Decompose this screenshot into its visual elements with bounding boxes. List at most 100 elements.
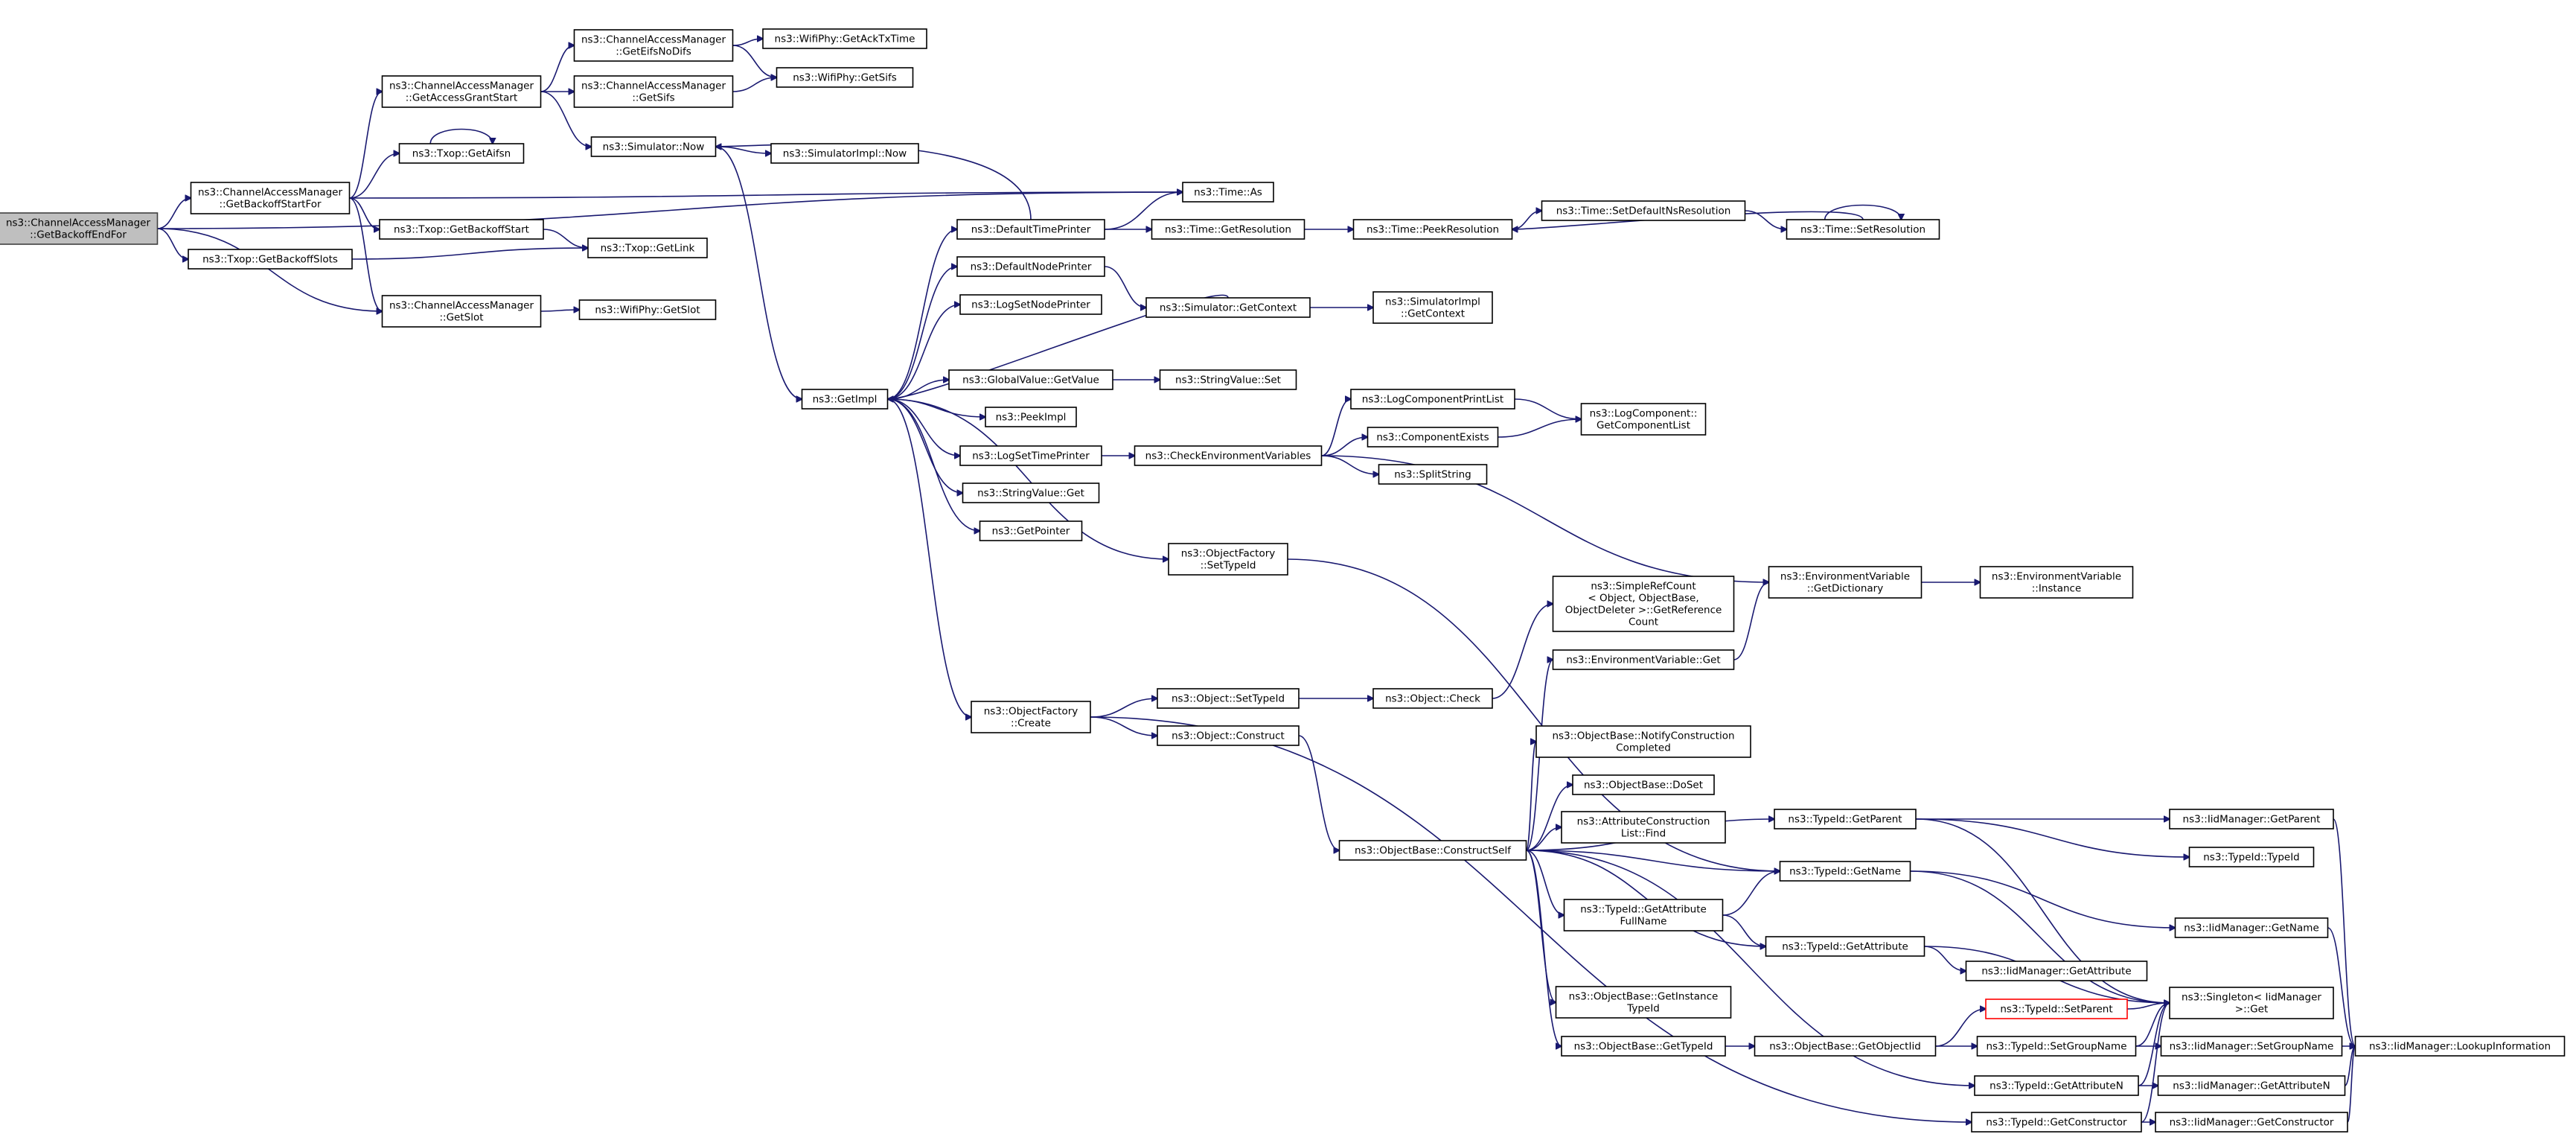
graph-node[interactable]: ns3::ChannelAccessManager::GetEifsNoDifs — [573, 29, 734, 62]
graph-node[interactable]: ns3::TypeId::GetAttributeN — [1974, 1075, 2139, 1096]
graph-node[interactable]: ns3::LogSetTimePrinter — [959, 445, 1102, 466]
graph-edge — [157, 198, 191, 229]
graph-node[interactable]: ns3::EnvironmentVariable::GetDictionary — [1768, 566, 1923, 599]
graph-node[interactable]: ns3::TypeId::GetParent — [1774, 809, 1917, 829]
graph-node[interactable]: ns3::SimulatorImpl::Now — [770, 143, 919, 164]
node-label: ns3::CheckEnvironmentVariables — [1145, 450, 1311, 462]
node-label: ns3::Simulator::Now — [603, 141, 705, 153]
node-box — [962, 482, 1100, 503]
graph-node[interactable]: ns3::IidManager::GetAttribute — [1965, 961, 2148, 981]
node-box — [1159, 369, 1297, 390]
graph-node[interactable]: ns3::Time::SetResolution — [1786, 219, 1940, 240]
graph-node[interactable]: ns3::TypeId::SetGroupName — [1976, 1036, 2137, 1057]
graph-node[interactable]: ns3::IidManager::GetAttributeN — [2157, 1075, 2346, 1096]
node-box — [1145, 297, 1311, 318]
graph-node[interactable]: ns3::IidManager::GetParent — [2169, 809, 2334, 829]
graph-node[interactable]: ns3::IidManager::LookupInformation — [2354, 1036, 2566, 1057]
graph-node[interactable]: ns3::Time::As — [1182, 182, 1274, 203]
graph-node[interactable]: ns3::GetPointer — [979, 520, 1083, 541]
graph-node[interactable]: ns3::SimulatorImpl::GetContext — [1372, 291, 1493, 324]
node-box — [948, 369, 1113, 390]
graph-node[interactable]: ns3::ObjectFactory::Create — [971, 701, 1091, 733]
node-label: ns3::ObjectFactory — [984, 706, 1078, 718]
graph-node[interactable]: ns3::ComponentExists — [1367, 427, 1499, 448]
node-label: ns3::ChannelAccessManager — [198, 187, 343, 199]
graph-edge — [1104, 192, 1183, 230]
graph-node[interactable]: ns3::StringValue::Set — [1159, 369, 1297, 390]
graph-edge — [887, 398, 972, 717]
graph-node[interactable]: ns3::LogComponentPrintList — [1350, 389, 1515, 410]
graph-node[interactable]: ns3::ChannelAccessManager::GetAccessGran… — [381, 75, 542, 108]
graph-node[interactable]: ns3::PeekImpl — [985, 407, 1077, 427]
graph-node[interactable]: ns3::ChannelAccessManager::GetSlot — [381, 295, 542, 328]
graph-node[interactable]: ns3::SimpleRefCount< Object, ObjectBase,… — [1552, 576, 1735, 632]
node-box — [590, 136, 717, 157]
node-box — [1971, 1112, 2142, 1133]
graph-node[interactable]: ns3::IidManager::GetConstructor — [2155, 1112, 2348, 1133]
graph-node[interactable]: ns3::Txop::GetAifsn — [398, 143, 525, 164]
graph-node[interactable]: ns3::StringValue::Get — [962, 482, 1100, 503]
graph-node[interactable]: ns3::TypeId::SetParent — [1985, 999, 2128, 1019]
graph-node[interactable]: ns3::Time::PeekResolution — [1352, 219, 1513, 240]
node-label: ns3::EnvironmentVariable — [1780, 571, 1910, 583]
graph-node[interactable]: ns3::Time::GetResolution — [1151, 219, 1305, 240]
graph-node[interactable]: ns3::LogSetNodePrinter — [959, 294, 1102, 315]
node-box — [979, 520, 1083, 541]
node-box — [381, 75, 542, 108]
graph-node[interactable]: ns3::ObjectBase::DoSet — [1572, 774, 1715, 795]
graph-node[interactable]: ns3::Object::Construct — [1157, 725, 1300, 746]
graph-edge — [1526, 785, 1573, 851]
graph-node[interactable]: ns3::IidManager::GetName — [2174, 917, 2329, 938]
graph-node[interactable]: ns3::WifiPhy::GetAckTxTime — [762, 28, 927, 49]
graph-node[interactable]: ns3::LogComponent::GetComponentList — [1580, 403, 1707, 436]
node-label: ns3::StringValue::Get — [977, 488, 1084, 500]
graph-node[interactable]: ns3::GlobalValue::GetValue — [948, 369, 1113, 390]
graph-node[interactable]: ns3::Txop::GetBackoffSlots — [188, 249, 353, 270]
graph-node[interactable]: ns3::ObjectBase::NotifyConstructionCompl… — [1535, 725, 1751, 758]
graph-node[interactable]: ns3::DefaultTimePrinter — [956, 219, 1105, 240]
graph-edge — [1915, 818, 2170, 1003]
nodes-layer: ns3::ChannelAccessManager::GetBackoffEnd… — [0, 28, 2566, 1133]
node-label: ns3::ObjectBase::ConstructSelf — [1355, 845, 1512, 857]
graph-node[interactable]: ns3::ChannelAccessManager::GetBackoffEnd… — [0, 212, 159, 245]
graph-node[interactable]: ns3::IidManager::SetGroupName — [2160, 1036, 2343, 1057]
graph-node[interactable]: ns3::Txop::GetLink — [587, 238, 708, 258]
graph-node[interactable]: ns3::TypeId::TypeId — [2188, 847, 2315, 867]
graph-node[interactable]: ns3::GetImpl — [801, 389, 889, 410]
graph-node[interactable]: ns3::ObjectBase::GetTypeId — [1561, 1036, 1726, 1057]
graph-edge — [1915, 818, 2190, 857]
graph-node[interactable]: ns3::Object::Check — [1372, 688, 1493, 709]
graph-edge — [1104, 266, 1146, 308]
node-box — [1350, 389, 1515, 410]
graph-edge — [351, 248, 588, 260]
graph-node[interactable]: ns3::Time::SetDefaultNsResolution — [1541, 200, 1746, 221]
graph-node[interactable]: ns3::Simulator::Now — [590, 136, 717, 157]
node-label: ns3::EnvironmentVariable — [1992, 571, 2121, 583]
graph-node[interactable]: ns3::ObjectBase::GetObjectIid — [1754, 1036, 1937, 1057]
graph-node[interactable]: ns3::EnvironmentVariable::Instance — [1979, 566, 2134, 599]
graph-node[interactable]: ns3::TypeId::GetConstructor — [1971, 1112, 2142, 1133]
graph-node[interactable]: ns3::ObjectBase::ConstructSelf — [1338, 840, 1527, 861]
graph-node[interactable]: ns3::Txop::GetBackoffStart — [379, 219, 544, 240]
graph-node[interactable]: ns3::WifiPhy::GetSlot — [578, 299, 717, 320]
graph-edge — [1910, 870, 2176, 928]
graph-node[interactable]: ns3::ChannelAccessManager::GetBackoffSta… — [190, 182, 351, 214]
node-label: ns3::LogComponent:: — [1590, 408, 1698, 420]
graph-node[interactable]: ns3::WifiPhy::GetSifs — [776, 67, 914, 88]
graph-node[interactable]: ns3::Singleton< IidManager>::Get — [2169, 987, 2334, 1019]
graph-node[interactable]: ns3::TypeId::GetName — [1779, 861, 1911, 882]
graph-node[interactable]: ns3::CheckEnvironmentVariables — [1134, 445, 1323, 466]
node-label: ns3::ObjectBase::NotifyConstruction — [1552, 730, 1734, 742]
graph-node[interactable]: ns3::EnvironmentVariable::Get — [1552, 649, 1735, 670]
graph-node[interactable]: ns3::DefaultNodePrinter — [956, 256, 1105, 277]
graph-edge — [1526, 850, 1766, 946]
graph-node[interactable]: ns3::ChannelAccessManager::GetSifs — [573, 75, 734, 108]
graph-node[interactable]: ns3::Object::SetTypeId — [1157, 688, 1300, 709]
graph-node[interactable]: ns3::TypeId::GetAttribute — [1765, 936, 1925, 957]
graph-node[interactable]: ns3::SplitString — [1378, 464, 1488, 485]
graph-node[interactable]: ns3::ObjectFactory::SetTypeId — [1168, 543, 1288, 576]
graph-node[interactable]: ns3::Simulator::GetContext — [1145, 297, 1311, 318]
